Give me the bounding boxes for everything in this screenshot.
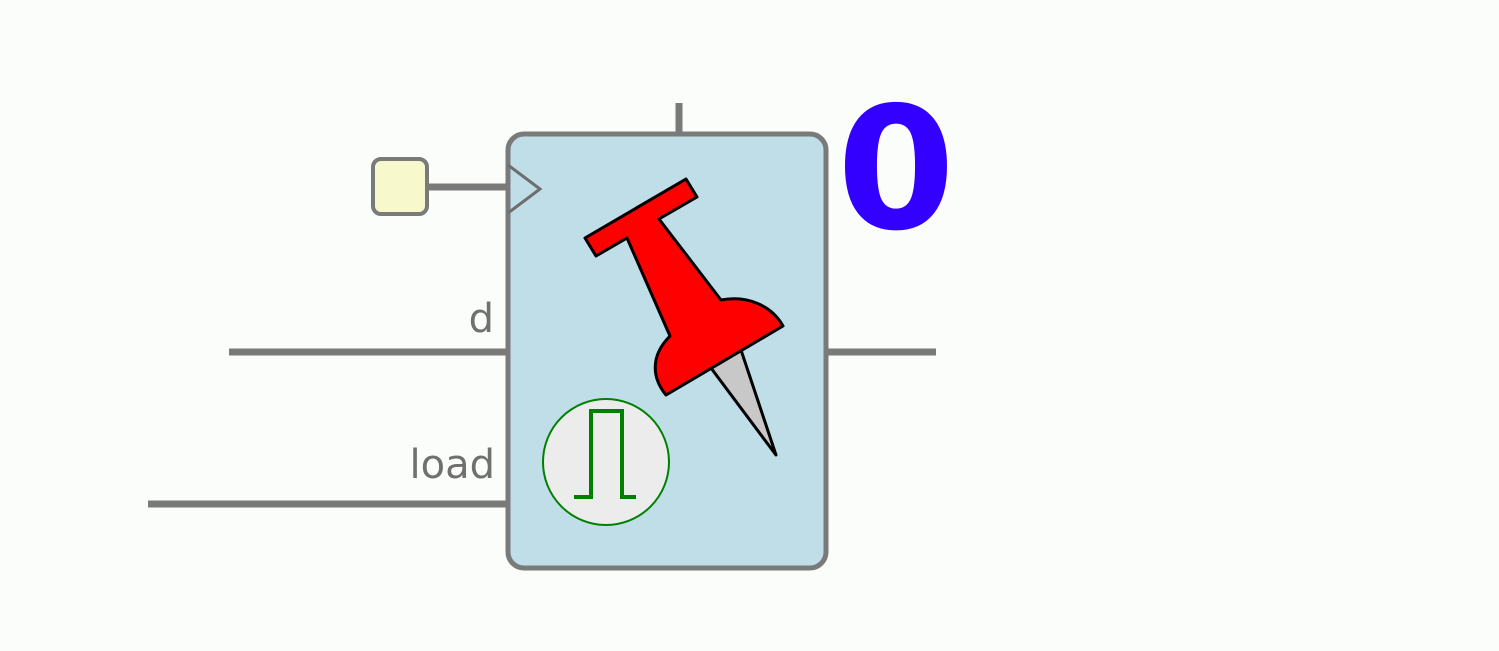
clock-input-box[interactable] <box>371 157 429 216</box>
pushpin-icon <box>583 177 785 457</box>
load-input-label: load <box>410 442 496 488</box>
d-input-label: d <box>469 296 494 342</box>
pulse-icon <box>542 398 670 526</box>
clock-input-icon <box>507 163 543 215</box>
register-value: 0 <box>837 71 955 269</box>
